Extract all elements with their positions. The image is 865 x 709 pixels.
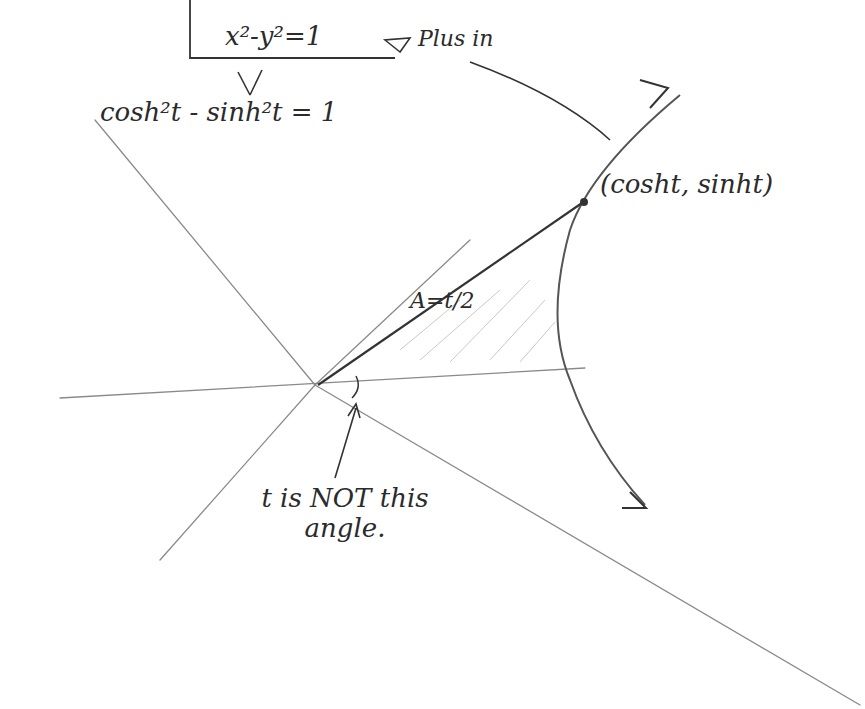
arrow-head bbox=[385, 38, 410, 52]
radius-line bbox=[318, 203, 582, 385]
asymptote bbox=[160, 385, 315, 560]
bracket bbox=[190, 0, 395, 58]
leader-arrow bbox=[335, 404, 360, 478]
asymptote bbox=[315, 385, 860, 705]
handwritten-label: x²-y²=1 bbox=[225, 22, 322, 52]
hyperbola-branch bbox=[558, 95, 681, 505]
handwritten-label: t is NOT this angle. bbox=[250, 484, 440, 544]
point bbox=[580, 198, 588, 206]
shading bbox=[400, 280, 555, 362]
asymptote bbox=[95, 120, 315, 385]
handwritten-label: cosh²t - sinh²t = 1 bbox=[100, 98, 337, 128]
arrow-head bbox=[640, 80, 668, 108]
handwritten-label: (cosht, sinht) bbox=[600, 170, 773, 200]
check-mark bbox=[238, 70, 262, 95]
handwritten-label: Plus in bbox=[418, 26, 494, 51]
handwritten-label: A=t/2 bbox=[410, 288, 475, 313]
arrow-head bbox=[622, 492, 646, 508]
angle-arc bbox=[352, 376, 358, 398]
leader-line bbox=[470, 62, 610, 140]
